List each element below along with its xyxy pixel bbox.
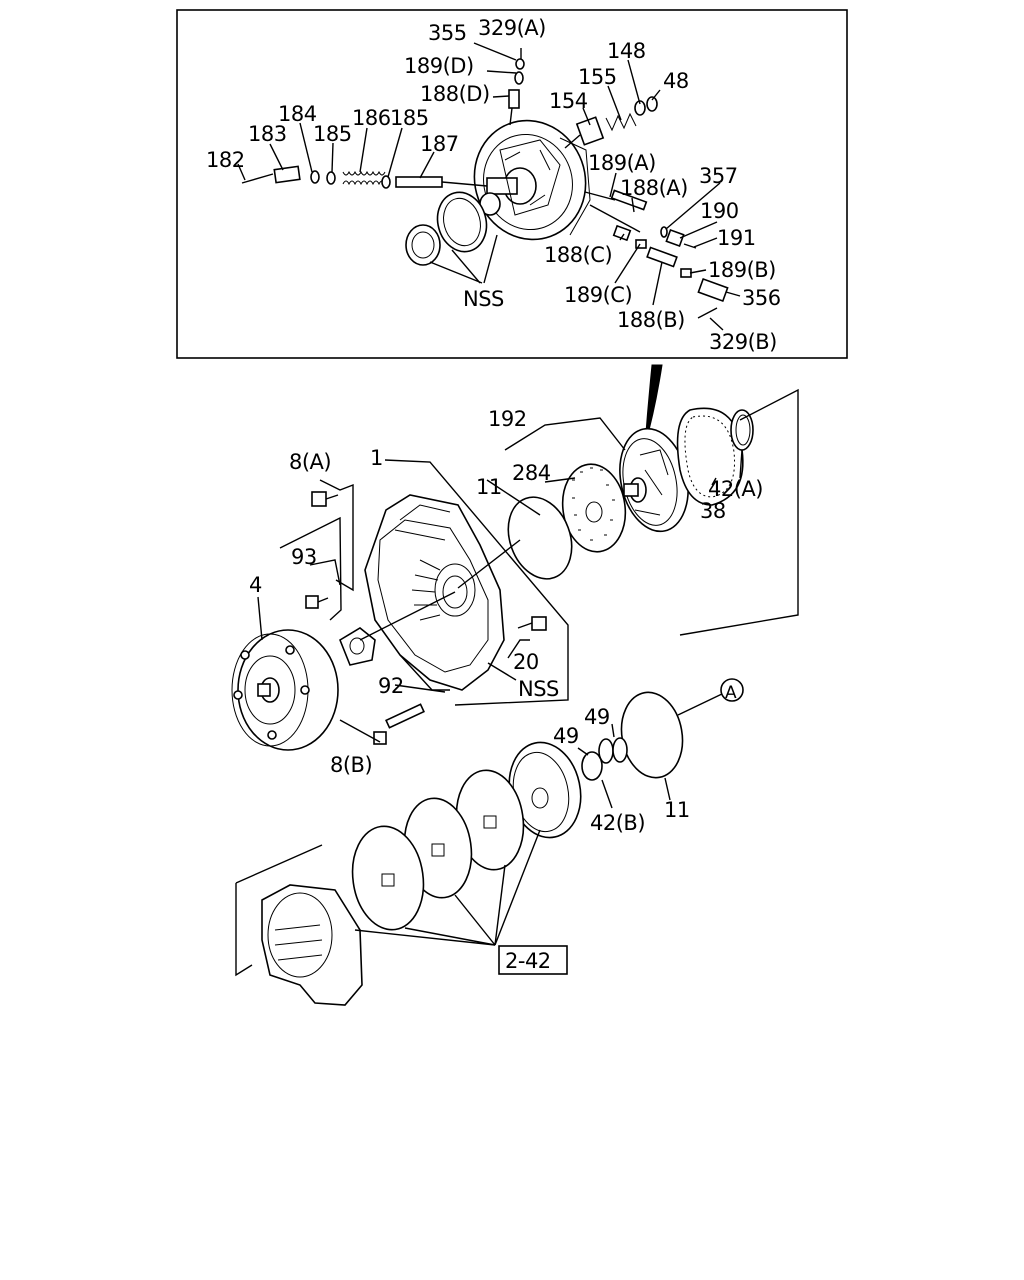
o-ring-11-upper [507,496,573,580]
callout-187: 187 [420,132,459,156]
case-bracket [235,844,323,977]
callout-a: A [725,683,737,703]
callout-189d: 189(D) [404,54,474,78]
reference-box [498,945,568,975]
callout-4: 4 [249,573,262,597]
converter-seal [339,627,376,666]
callout-182: 182 [206,148,245,172]
inset-leaders [237,42,741,331]
reference-a-circle [720,678,744,702]
reference-2-42: 2-42 [505,949,551,973]
callout-183: 183 [248,122,287,146]
callout-49-lower: 49 [553,724,579,748]
ring-gear-inner [405,224,441,266]
callout-355: 355 [428,21,467,45]
callout-8a: 8(A) [289,450,331,474]
callout-329b: 329(B) [709,330,777,354]
oil-pump-assembly [619,427,689,533]
callout-192: 192 [488,407,527,431]
callout-148: 148 [607,39,646,63]
pump-cover-lower [508,741,582,839]
callout-188d: 188(D) [420,82,490,106]
pump-plate [561,463,627,553]
callout-188a: 188(A) [620,176,688,200]
callout-8b: 8(B) [330,753,372,777]
seal-rings-49 [598,737,628,764]
torque-converter [231,629,339,751]
callout-11-lower: 11 [664,798,690,822]
callout-185a: 185 [313,122,352,146]
callout-188b: 188(B) [617,308,685,332]
callout-189c: 189(C) [564,283,632,307]
main-leaders [257,388,799,743]
callout-49-upper: 49 [584,705,610,729]
callout-38: 38 [700,499,726,523]
transmission-case [261,884,363,1006]
callout-190: 190 [700,199,739,223]
ring-gear-outer [436,191,488,253]
inset-callouts: 355 329(A) 189(D) 188(D) 148 155 48 154 … [206,16,781,354]
valve-train-upper-right [564,96,658,149]
callout-20: 20 [513,650,539,674]
converter-housing [364,494,505,691]
clutch-plate-3 [351,825,425,931]
detail-inset-frame [176,9,848,359]
oil-pump-body-detail [473,119,591,241]
callout-189a: 189(A) [588,151,656,175]
bolt-93 [305,595,329,609]
o-ring-11-lower [620,691,684,779]
bolt-20 [517,616,547,631]
callout-42b: 42(B) [590,811,645,835]
seal-42b [581,751,603,781]
valve-train-left [241,165,488,189]
callout-92: 92 [378,674,404,698]
callout-191: 191 [717,226,756,250]
callout-185b: 185 [390,106,429,130]
lower-leaders [354,723,671,946]
callout-1: 1 [370,446,383,470]
valve-train-right [584,189,729,319]
callout-357: 357 [699,164,738,188]
callout-189b: 189(B) [708,258,776,282]
callout-11-upper: 11 [476,475,502,499]
callout-188c: 188(C) [544,243,612,267]
bolt-8a [311,491,339,507]
callout-154: 154 [549,89,588,113]
callout-nss: NSS [518,677,559,701]
callout-155: 155 [578,65,617,89]
callout-42a: 42(A) [708,477,763,501]
callout-nss-inset: NSS [463,287,504,311]
callout-184: 184 [278,102,317,126]
callout-329a: 329(A) [478,16,546,40]
seal-ring-42a [730,409,754,451]
bolt-8b [373,703,425,745]
valve-train-top [508,48,525,126]
callout-93: 93 [291,545,317,569]
callout-48: 48 [663,69,689,93]
main-callouts: 192 284 11 1 8(A) 42(A) 38 93 4 20 92 NS… [249,407,763,835]
callout-284: 284 [512,461,551,485]
callout-356: 356 [742,286,781,310]
leader-a-circle [677,692,725,716]
callout-186: 186 [352,106,391,130]
